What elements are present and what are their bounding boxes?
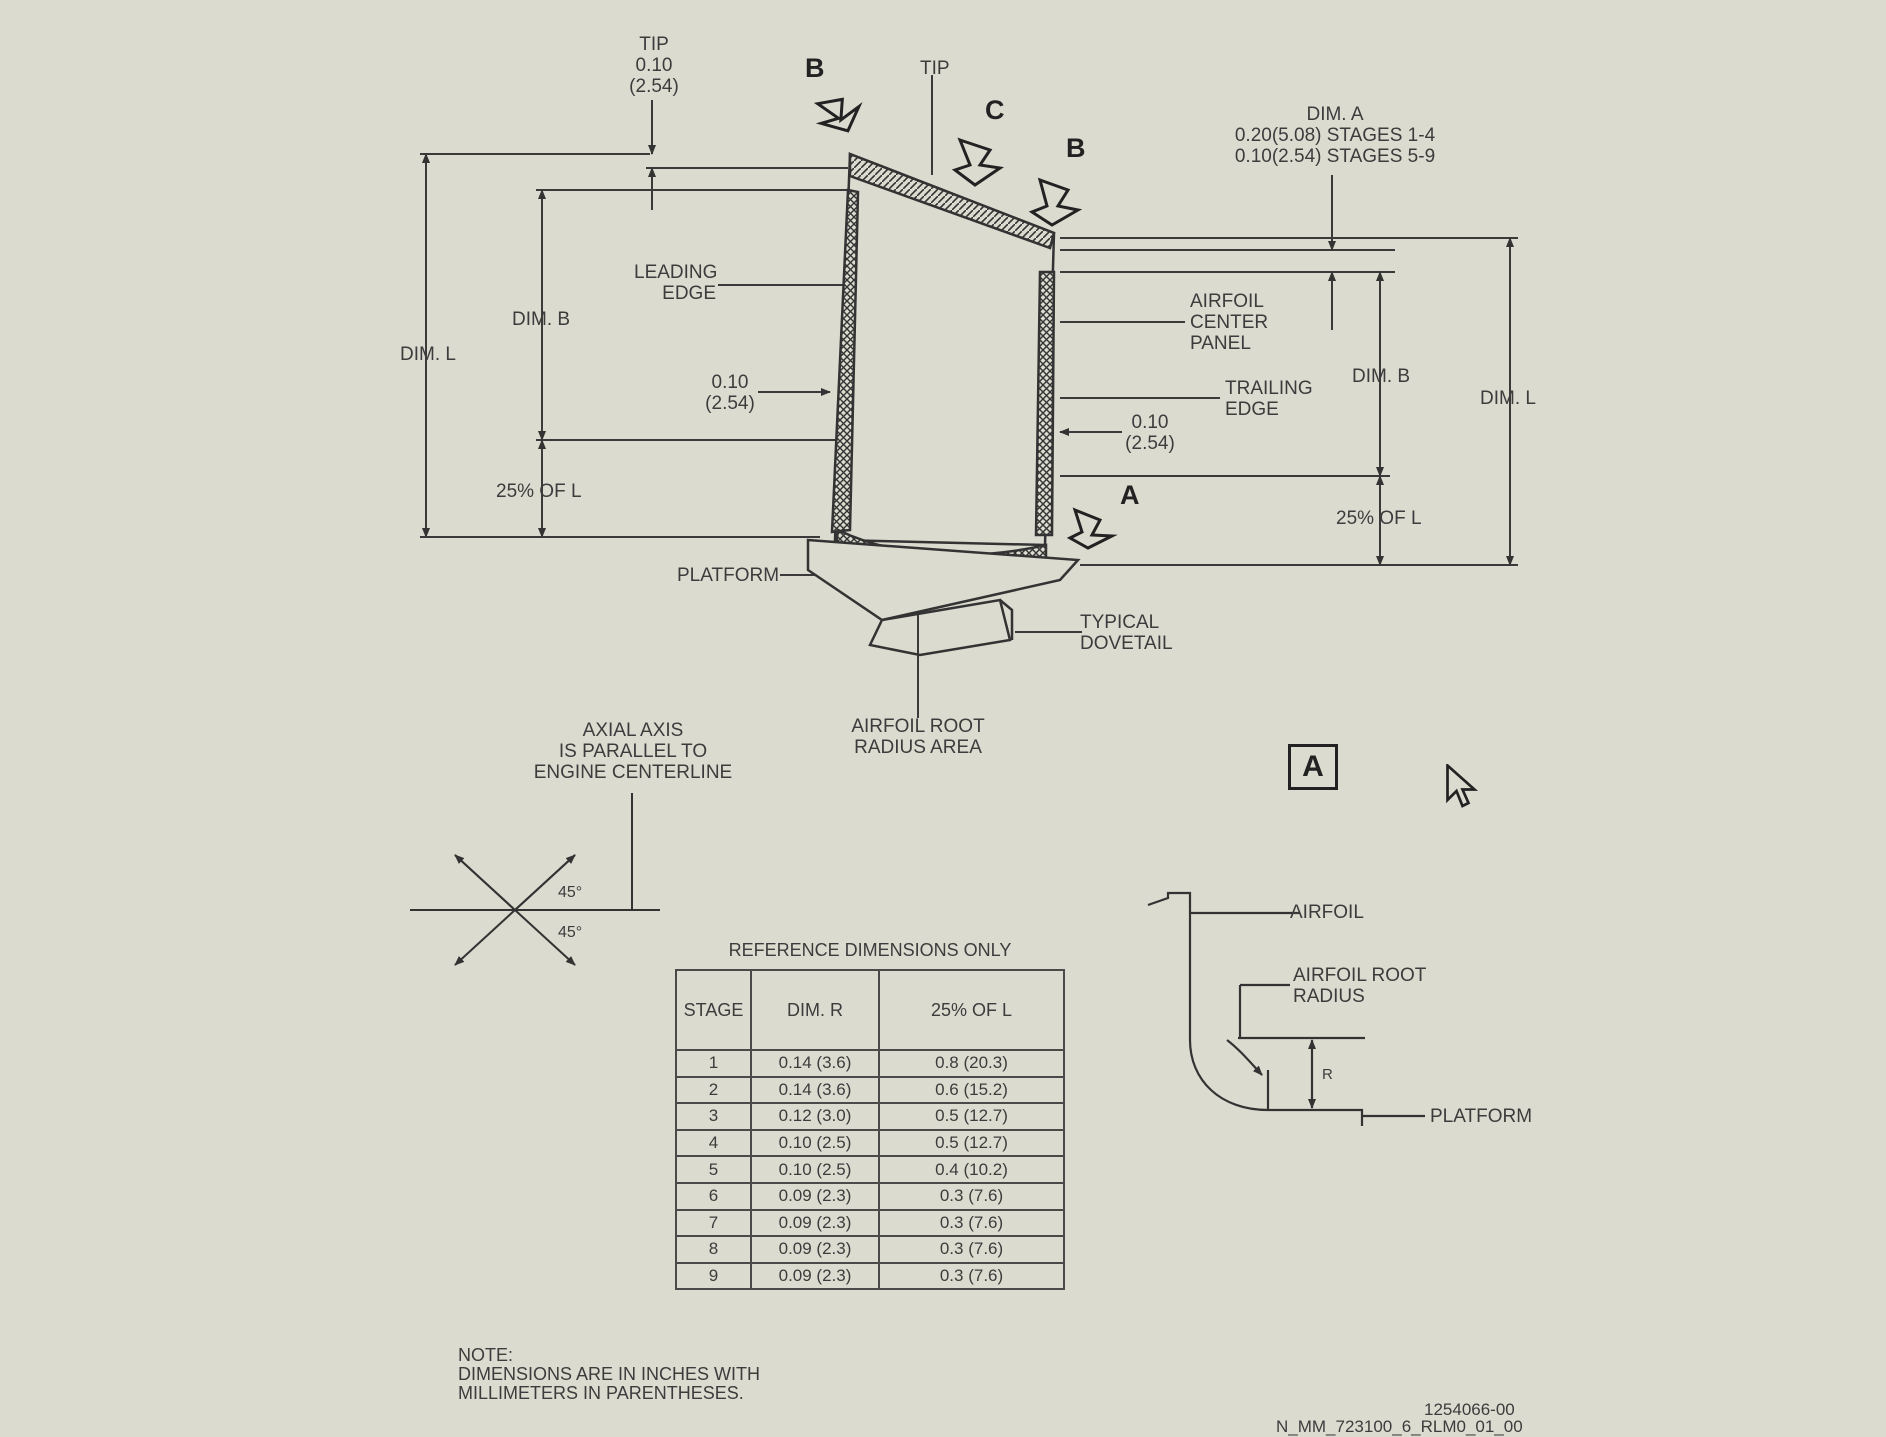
stage-cell: 9: [675, 1261, 752, 1291]
stage-cell: 1: [675, 1049, 752, 1078]
detail-airfoil-label: AIRFOIL: [1290, 902, 1364, 923]
thickness-right-label: 0.10 (2.54): [1125, 412, 1175, 454]
pct-of-l-cell: 0.5 (12.7): [878, 1128, 1065, 1158]
stage-cell: 3: [675, 1102, 752, 1131]
pct-of-l-right-label: 25% OF L: [1336, 508, 1422, 529]
dim-r-cell: 0.10 (2.5): [750, 1128, 880, 1158]
trailing-edge-label: TRAILING EDGE: [1225, 378, 1313, 420]
angle-label-lower: 45°: [558, 924, 583, 941]
dim-r-cell: 0.12 (3.0): [750, 1102, 880, 1131]
pct-of-l-cell: 0.8 (20.3): [878, 1049, 1065, 1078]
stage-cell: 5: [675, 1155, 752, 1184]
dim-r-cell: 0.10 (2.5): [750, 1155, 880, 1184]
dim-b-right-label: DIM. B: [1352, 366, 1411, 387]
header-dim-r: DIM. R: [750, 969, 880, 1051]
dim-r-cell: 0.09 (2.3): [750, 1235, 880, 1264]
stage-cell: 8: [675, 1235, 752, 1264]
dim-b-left-label: DIM. B: [512, 309, 571, 330]
header-stage: STAGE: [675, 969, 752, 1051]
tip-line-label: TIP: [920, 58, 950, 79]
dim-l-right-label: DIM. L: [1480, 388, 1536, 409]
detail-root-radius-label: AIRFOIL ROOT RADIUS: [1293, 965, 1427, 1007]
thickness-left-label: 0.10 (2.54): [705, 372, 755, 414]
mouse-pointer-icon: [1446, 764, 1479, 808]
stage-cell: 6: [675, 1181, 752, 1211]
stage-cell: 7: [675, 1208, 752, 1238]
pct-of-l-cell: 0.6 (15.2): [878, 1075, 1065, 1105]
view-a-label: A: [1120, 480, 1140, 510]
detail-platform-label: PLATFORM: [1430, 1106, 1533, 1127]
view-b-label: B: [805, 53, 825, 83]
table-header-row: STAGE DIM. R 25% OF L: [675, 969, 1065, 1051]
pct-of-l-cell: 0.5 (12.7): [878, 1102, 1065, 1131]
dim-r-cell: 0.14 (3.6): [750, 1049, 880, 1078]
blade-outline: [806, 152, 1081, 657]
detail-a-profile: [1147, 891, 1425, 1126]
dim-r-cell: 0.14 (3.6): [750, 1075, 880, 1105]
drawing-number: 1254066-00: [1424, 1400, 1515, 1419]
pct-of-l-cell: 0.3 (7.6): [878, 1181, 1065, 1211]
axial-axis-label: AXIAL AXIS IS PARALLEL TO ENGINE CENTERL…: [533, 720, 733, 783]
detail-a-box: A: [1288, 744, 1338, 790]
dim-r-cell: 0.09 (2.3): [750, 1261, 880, 1291]
view-c-label: C: [985, 95, 1005, 125]
pct-of-l-cell: 0.3 (7.6): [878, 1235, 1065, 1264]
dim-r-cell: 0.09 (2.3): [750, 1181, 880, 1211]
stage-cell: 2: [675, 1075, 752, 1105]
pct-of-l-cell: 0.3 (7.6): [878, 1208, 1065, 1238]
view-b-label-2: B: [1066, 133, 1086, 163]
view-arrows: [813, 97, 1118, 550]
dim-l-left-label: DIM. L: [400, 344, 456, 365]
dim-a-label: DIM. A 0.20(5.08) STAGES 1-4 0.10(2.54) …: [1234, 104, 1436, 167]
axial-axis-symbol: [410, 793, 660, 966]
leading-edge-label: LEADING EDGE: [634, 262, 718, 304]
note: NOTE: DIMENSIONS ARE IN INCHES WITH MILL…: [458, 1345, 761, 1403]
pct-of-l-cell: 0.3 (7.6): [878, 1261, 1065, 1291]
airfoil-center-panel-label: AIRFOIL CENTER PANEL: [1190, 291, 1269, 354]
drawing-id: N_MM_723100_6_RLM0_01_00: [1276, 1417, 1523, 1436]
dim-r-cell: 0.09 (2.3): [750, 1208, 880, 1238]
airfoil-root-radius-area-label: AIRFOIL ROOT RADIUS AREA: [851, 716, 985, 758]
detail-r-label: R: [1322, 1066, 1333, 1083]
stage-cell: 4: [675, 1128, 752, 1158]
header-pct-of-l: 25% OF L: [878, 969, 1065, 1051]
platform-label: PLATFORM: [677, 565, 780, 586]
angle-label-upper: 45°: [558, 884, 583, 901]
typical-dovetail-label: TYPICAL DOVETAIL: [1080, 612, 1173, 654]
reference-table-title: REFERENCE DIMENSIONS ONLY: [728, 940, 1012, 960]
pct-of-l-left-label: 25% OF L: [496, 481, 582, 502]
tip-dimension-label: TIP 0.10 (2.54): [629, 34, 679, 97]
pct-of-l-cell: 0.4 (10.2): [878, 1155, 1065, 1184]
